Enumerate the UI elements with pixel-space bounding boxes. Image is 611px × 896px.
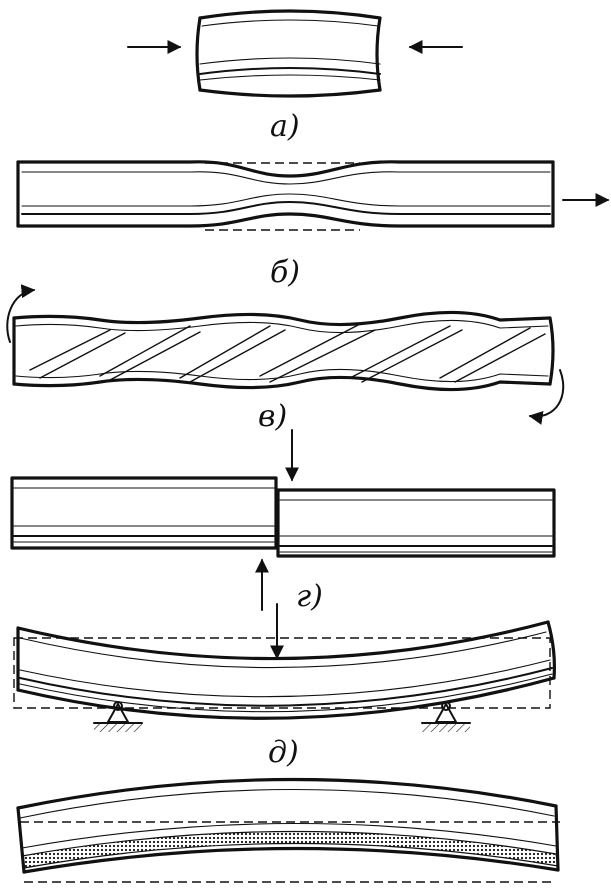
compression-specimen bbox=[195, 9, 382, 98]
right-support-icon bbox=[421, 701, 471, 732]
bending-specimen bbox=[13, 620, 556, 720]
label-torsion: в) bbox=[258, 399, 288, 434]
torsion-specimen bbox=[12, 310, 555, 392]
arched-beam-specimen bbox=[16, 777, 560, 883]
shear-specimen bbox=[10, 476, 556, 558]
torsion-rotation-arrow-left-icon bbox=[6, 284, 36, 343]
left-support-icon bbox=[93, 701, 143, 732]
label-shear: г) bbox=[296, 579, 323, 614]
torsion-rotation-arrow-right-icon bbox=[528, 369, 565, 425]
tension-specimen bbox=[16, 160, 555, 231]
label-tension: б) bbox=[270, 255, 301, 290]
label-bending: д) bbox=[268, 735, 299, 770]
label-compression: а) bbox=[270, 109, 300, 144]
